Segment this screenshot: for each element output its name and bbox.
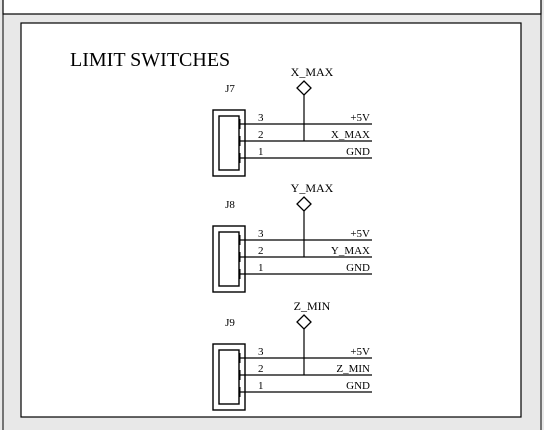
- pin-number: 2: [258, 129, 264, 141]
- pin-net-name: Y_MAX: [331, 245, 370, 257]
- pin-net-name: GND: [346, 380, 370, 392]
- connector-ref-label: J8: [225, 199, 235, 211]
- section-title: LIMIT SWITCHES: [70, 49, 230, 71]
- pin-number: 3: [258, 346, 264, 358]
- connector-body-inner: [218, 231, 240, 287]
- top-panel: [2, 0, 542, 15]
- net-label-text: Z_MIN: [294, 299, 331, 313]
- pin-net-name: +5V: [350, 228, 370, 240]
- pin-number: 3: [258, 112, 264, 124]
- pin-number: 1: [258, 380, 264, 392]
- pin-number: 2: [258, 363, 264, 375]
- connector-body-inner: [218, 349, 240, 405]
- pin-net-name: GND: [346, 146, 370, 158]
- connector-ref-label: J9: [225, 317, 235, 329]
- pin-net-name: X_MAX: [331, 129, 370, 141]
- pin-net-name: +5V: [350, 112, 370, 124]
- net-label-text: X_MAX: [291, 65, 334, 79]
- pin-net-name: +5V: [350, 346, 370, 358]
- connector-body-inner: [218, 115, 240, 171]
- pin-number: 1: [258, 146, 264, 158]
- pin-number: 1: [258, 262, 264, 274]
- connector-ref-label: J7: [225, 83, 235, 95]
- pin-net-name: GND: [346, 262, 370, 274]
- net-label-text: Y_MAX: [291, 181, 334, 195]
- pin-number: 3: [258, 228, 264, 240]
- schematic-panel: [20, 22, 522, 418]
- pin-number: 2: [258, 245, 264, 257]
- pin-net-name: Z_MIN: [336, 363, 370, 375]
